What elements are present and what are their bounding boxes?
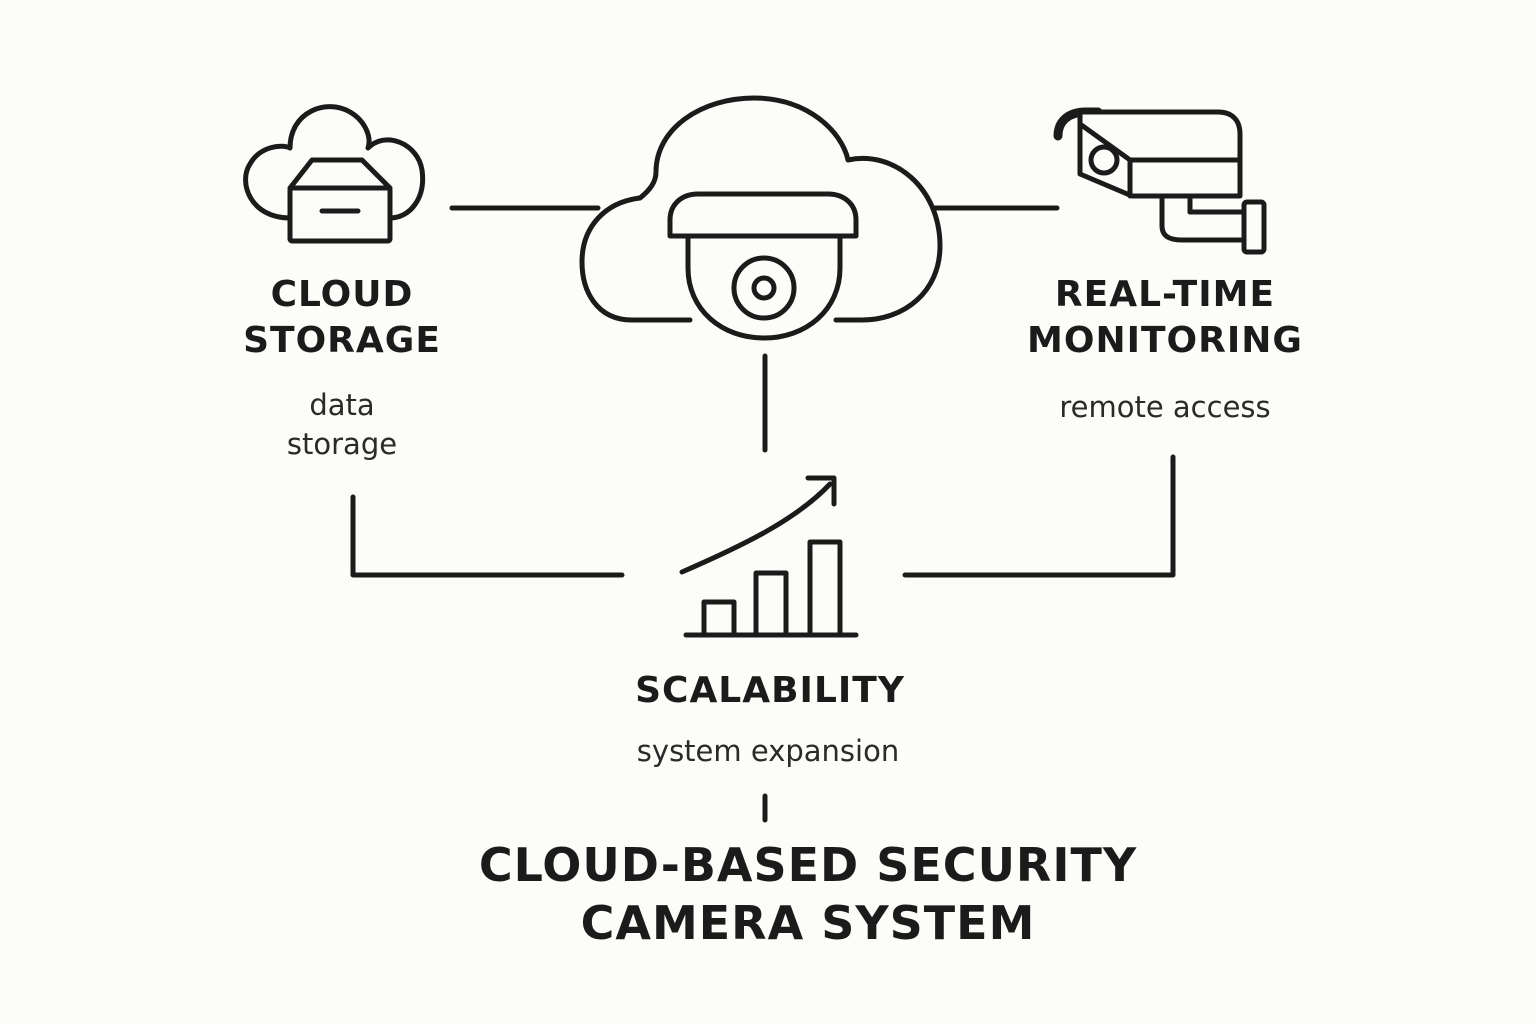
bullet-camera-icon (1053, 107, 1267, 255)
scalability-heading-line: SCALABILITY (635, 670, 905, 711)
scalability-subtitle-line: system expansion (636, 734, 900, 768)
scalability-subtitle: system expansion (548, 732, 988, 771)
real-time-monitoring-heading-line: MONITORING (1027, 320, 1303, 361)
cloud-dome-camera-icon (579, 95, 943, 341)
real-time-monitoring-heading-line: REAL-TIME (1054, 274, 1276, 315)
cloud-storage-subtitle-line: storage (286, 427, 398, 461)
connector-monitoring-to-scalability (902, 454, 1176, 578)
main-title: CLOUD-BASED SECURITY CAMERA SYSTEM (408, 836, 1208, 952)
real-time-monitoring-subtitle: remote access (1000, 388, 1330, 427)
cloud-storage-heading-line: CLOUD (270, 274, 414, 315)
cloud-storage-heading-line: STORAGE (243, 320, 441, 361)
main-title-line: CAMERA SYSTEM (580, 896, 1036, 950)
scalability-heading: SCALABILITY (570, 668, 970, 714)
cloud-storage-subtitle: data storage (192, 386, 492, 464)
connector-storage-to-scalability (350, 494, 625, 578)
cloud-storage-heading: CLOUD STORAGE (192, 272, 492, 364)
growth-bar-chart-icon (679, 475, 859, 638)
cloud-storage-box-icon (243, 104, 426, 244)
real-time-monitoring-subtitle-line: remote access (1059, 390, 1271, 424)
real-time-monitoring-heading: REAL-TIME MONITORING (1000, 272, 1330, 364)
cloud-storage-subtitle-line: data (309, 388, 375, 422)
main-title-line: CLOUD-BASED SECURITY (478, 838, 1138, 892)
